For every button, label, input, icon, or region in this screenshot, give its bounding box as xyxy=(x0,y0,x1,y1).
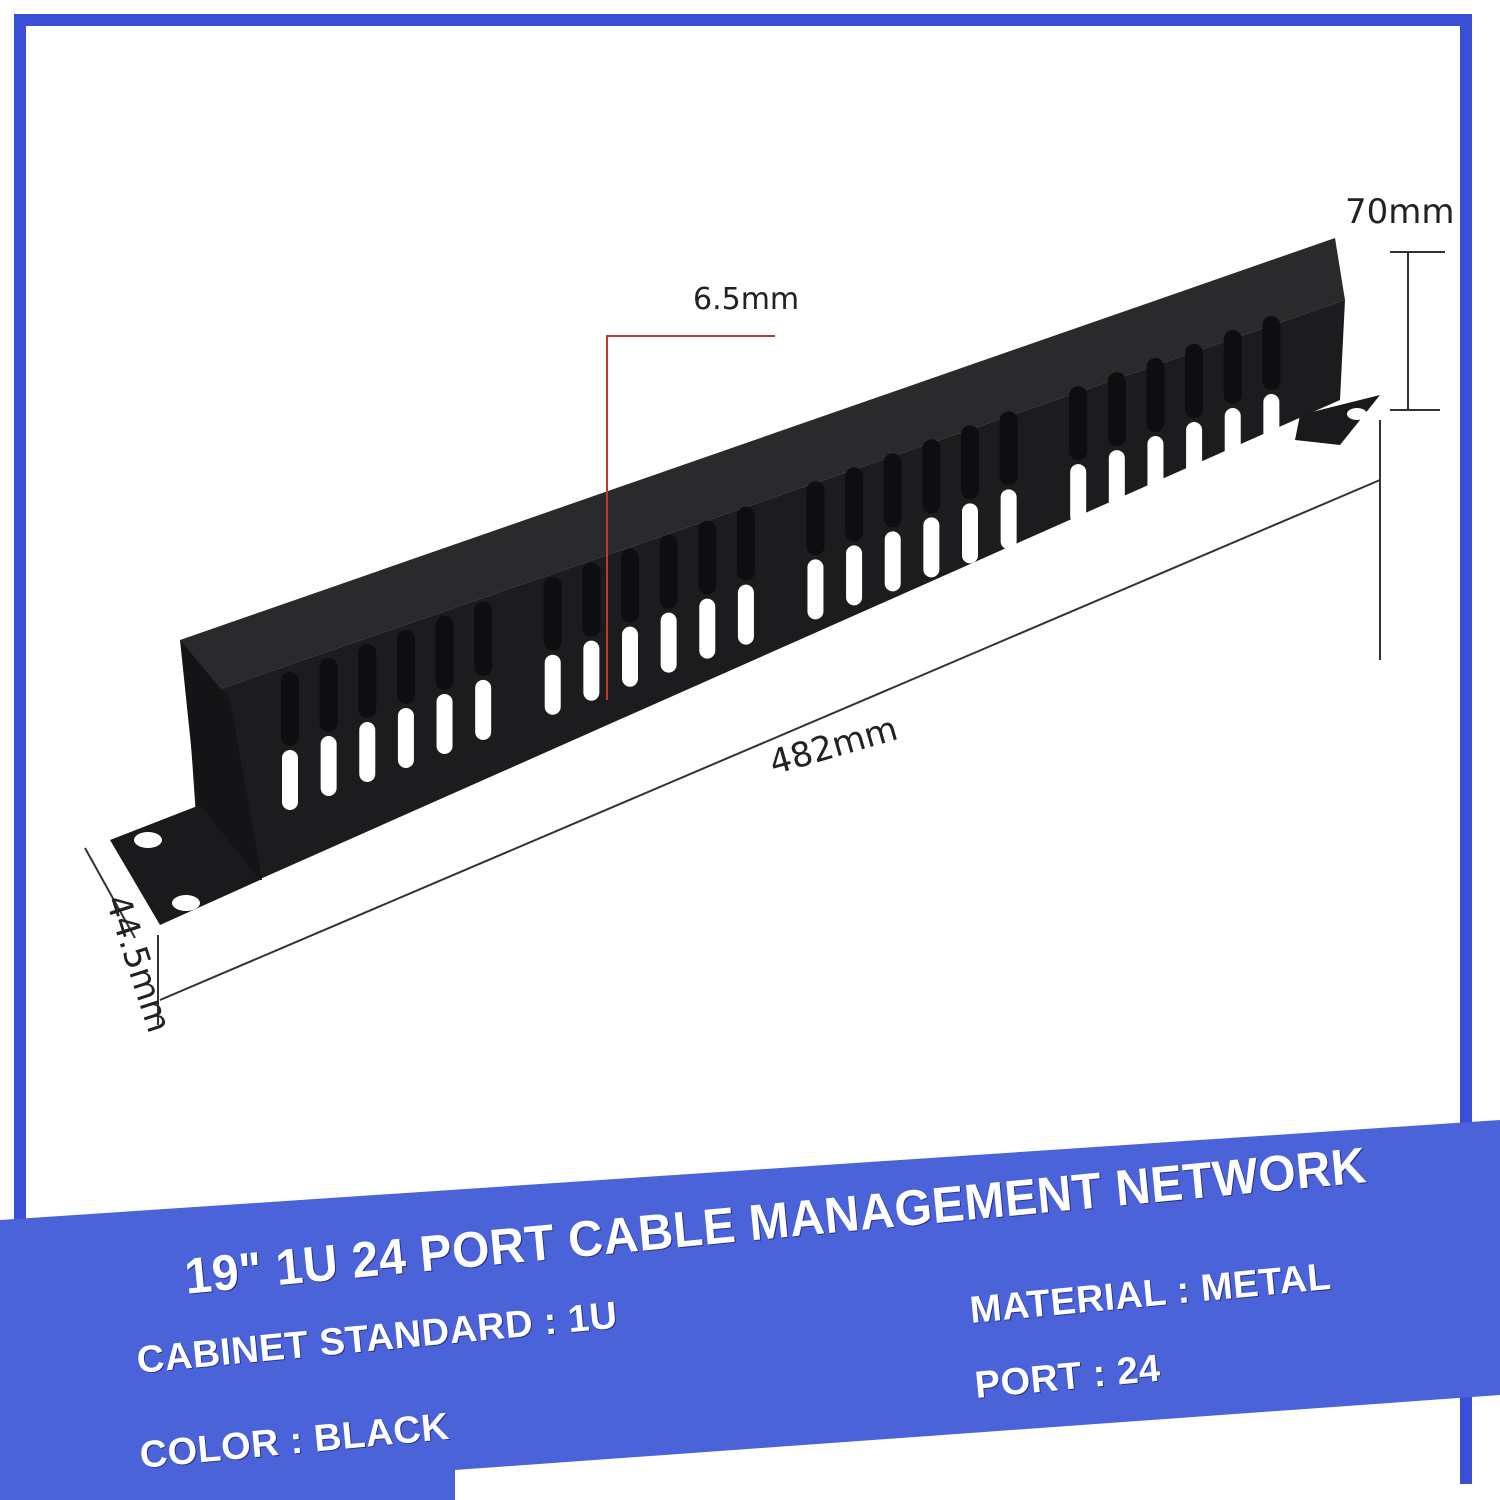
banner-background xyxy=(0,1120,1500,1500)
cable-slot xyxy=(397,707,414,768)
cable-finger xyxy=(736,506,755,581)
cable-slot xyxy=(1147,436,1164,497)
product-image: 70mm 6.5mm 482mm 44.5mm xyxy=(84,192,1455,1037)
ear-hole xyxy=(1347,408,1367,420)
cable-slot xyxy=(699,598,716,659)
cable-slot xyxy=(737,584,754,645)
panel-top-cover xyxy=(180,238,1345,700)
cable-finger xyxy=(319,657,338,732)
cable-slot xyxy=(475,679,492,740)
cable-finger xyxy=(1262,316,1281,391)
cable-finger xyxy=(621,548,639,623)
cable-slot xyxy=(660,612,677,673)
cable-finger xyxy=(845,467,864,542)
cable-finger xyxy=(698,520,717,595)
dim-line-482 xyxy=(159,479,1381,1001)
cable-slot xyxy=(544,654,561,715)
cable-finger xyxy=(922,439,941,514)
cable-slot xyxy=(1000,489,1017,550)
cable-slot xyxy=(622,626,638,687)
right-mounting-ear xyxy=(1295,395,1380,445)
cable-slot xyxy=(846,545,863,606)
cable-slot xyxy=(1070,464,1087,525)
frame-border xyxy=(14,14,1472,1484)
cable-slot xyxy=(1263,394,1280,455)
cable-finger xyxy=(1107,372,1126,447)
dim-line-44 xyxy=(84,847,136,939)
cable-slot xyxy=(583,640,600,701)
ear-hole xyxy=(172,895,200,911)
cable-finger xyxy=(396,629,415,704)
cable-slot xyxy=(282,750,298,810)
cable-finger xyxy=(999,411,1018,486)
cable-manager-illustration xyxy=(84,238,1445,1025)
cable-slot xyxy=(436,693,453,754)
cable-slot xyxy=(923,517,940,578)
cable-slot xyxy=(359,721,376,782)
cable-finger xyxy=(582,562,601,637)
cable-finger xyxy=(543,576,562,651)
cable-slot xyxy=(1224,408,1241,469)
ear-hole xyxy=(134,832,162,848)
panel-front-face xyxy=(188,300,1345,885)
info-banner: 19" 1U 24 PORT CABLE MANAGEMENT NETWORK … xyxy=(0,1090,1500,1500)
cable-slot xyxy=(1186,422,1203,483)
dim-label-70mm: 70mm xyxy=(1345,192,1455,232)
cable-finger xyxy=(1223,330,1242,405)
dim-label-6-5mm: 6.5mm xyxy=(693,282,800,317)
slot-group xyxy=(281,316,1281,810)
cable-finger xyxy=(806,481,825,556)
cable-finger xyxy=(435,615,454,690)
dim-line-6-5 xyxy=(606,335,775,700)
cable-finger xyxy=(1185,344,1204,419)
cable-finger xyxy=(358,643,377,718)
cable-finger xyxy=(281,672,299,746)
cable-slot xyxy=(807,559,824,620)
cable-finger xyxy=(883,453,902,528)
cable-finger xyxy=(474,601,493,676)
cable-finger xyxy=(1146,358,1165,433)
cable-slot xyxy=(1108,450,1125,511)
cable-finger xyxy=(961,425,979,500)
cable-finger xyxy=(659,534,678,609)
cable-slot xyxy=(962,503,978,564)
cable-slot xyxy=(320,735,337,796)
cable-slot xyxy=(884,531,901,592)
cable-finger xyxy=(1069,386,1088,461)
